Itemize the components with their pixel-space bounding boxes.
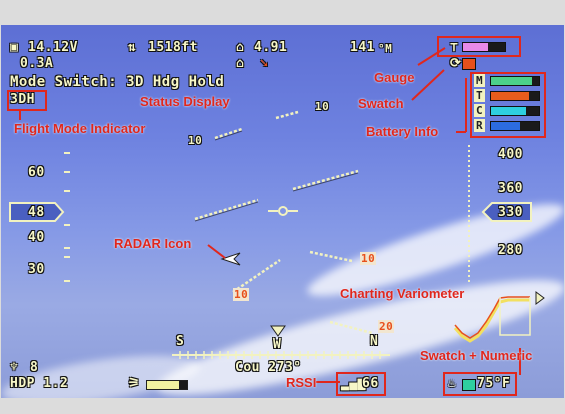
battery-label-m: M	[474, 74, 486, 87]
waypoint-marker: 10	[360, 252, 377, 265]
rssi-box	[336, 372, 386, 396]
swatch-icon: ⟳	[450, 56, 462, 71]
annotation-rssi: RSSI	[286, 375, 317, 390]
annotation-status-display: Status Display	[140, 94, 230, 109]
pitch-label: 10	[315, 100, 330, 113]
pitch-line	[275, 110, 299, 120]
gauge-bar	[462, 42, 506, 52]
annotation-swatch-numeric: Swatch + Numeric	[420, 348, 533, 363]
annotation-arrows	[19, 47, 521, 383]
battery-label-r: R	[474, 119, 486, 132]
speed-tick-label: 400	[498, 147, 523, 162]
throttle-gauge-icon: ⊤	[450, 40, 459, 55]
battery-annotation-box	[470, 72, 546, 138]
battery-bar-c	[490, 106, 540, 116]
heading-value: 141	[350, 40, 375, 55]
aircraft-reticle	[268, 206, 298, 216]
compass-letter-w: W	[273, 337, 282, 352]
throttle-bar	[146, 380, 188, 390]
rssi-icon: ▂▄▆	[341, 376, 366, 391]
hdop-value: HDP 1.2	[10, 376, 69, 391]
flight-mode-indicator: 3DH	[10, 92, 35, 107]
rssi-value: 66	[362, 376, 379, 391]
satellite-icon: ♆	[10, 360, 19, 375]
waypoint-marker: 10	[233, 288, 250, 301]
speed-current: 330	[498, 205, 523, 220]
voltage-value: 14.12V	[28, 40, 78, 55]
satellite-count: 8	[30, 360, 39, 375]
annotation-flight-mode-indicator: Flight Mode Indicator	[14, 121, 146, 136]
temp-swatch	[462, 379, 476, 391]
distance-value: 4.91	[254, 40, 288, 55]
battery-label-t: T	[474, 89, 486, 102]
home-direction-icon: ➘	[260, 56, 269, 71]
speed-tick-label: 280	[498, 243, 523, 258]
current-value: 0.3A	[20, 56, 54, 71]
battery-icon: ▣	[10, 40, 19, 55]
heading-unit: °M	[378, 42, 393, 55]
pitch-line	[232, 258, 281, 294]
speed-value-box	[481, 202, 532, 222]
battery-bar-r	[490, 121, 540, 131]
annotation-swatch: Swatch	[358, 96, 404, 111]
compass-letter-s: S	[176, 334, 185, 349]
battery-label-c: C	[474, 104, 486, 117]
pitch-label: 10	[188, 134, 203, 147]
swatch-color	[462, 58, 476, 70]
distance-icon: ⌂	[236, 40, 245, 55]
battery-bar-t	[490, 91, 540, 101]
throttle-icon: ⚞	[128, 376, 141, 391]
annotation-charting-variometer: Charting Variometer	[340, 286, 465, 301]
gauge-annotation-box	[437, 36, 521, 57]
home-icon: ⌂	[236, 56, 245, 71]
pitch-line	[309, 250, 353, 263]
variometer-trace	[453, 298, 530, 343]
compass-letter-n: N	[370, 334, 379, 349]
altitude-icon: ⇅	[128, 40, 137, 55]
annotation-gauge: Gauge	[374, 70, 415, 85]
annotation-battery-info: Battery Info	[366, 124, 439, 139]
speed-tick-label: 360	[498, 181, 523, 196]
course-readout: Cou 273°	[235, 360, 302, 375]
altitude-tick-label: 60	[28, 165, 45, 180]
altitude-value: 1518ft	[148, 40, 198, 55]
flight-mode-box	[7, 90, 47, 111]
altitude-tick-label: 30	[28, 262, 45, 277]
annotation-radar-icon: RADAR Icon	[114, 236, 192, 251]
thermometer-icon: ♨	[448, 376, 457, 391]
variometer-marker	[535, 291, 545, 305]
temp-value: 75°F	[477, 376, 511, 391]
waypoint-marker: 20	[378, 320, 395, 333]
horizon-line	[194, 198, 259, 221]
mode-switch-status: Mode Switch: 3D Hdg Hold	[10, 74, 225, 90]
altitude-tick-label: 40	[28, 230, 45, 245]
altitude-ladder-ticks	[64, 152, 70, 282]
radar-icon	[220, 252, 241, 266]
horizon-line	[292, 169, 359, 191]
pitch-line	[214, 127, 243, 140]
variometer-chart	[453, 291, 545, 343]
compass-pointer	[270, 325, 286, 337]
temp-box	[443, 372, 517, 396]
altitude-value-box	[9, 202, 65, 222]
pitch-line	[329, 320, 373, 335]
altitude-current: 48	[28, 205, 45, 220]
battery-bar-m	[490, 76, 540, 86]
